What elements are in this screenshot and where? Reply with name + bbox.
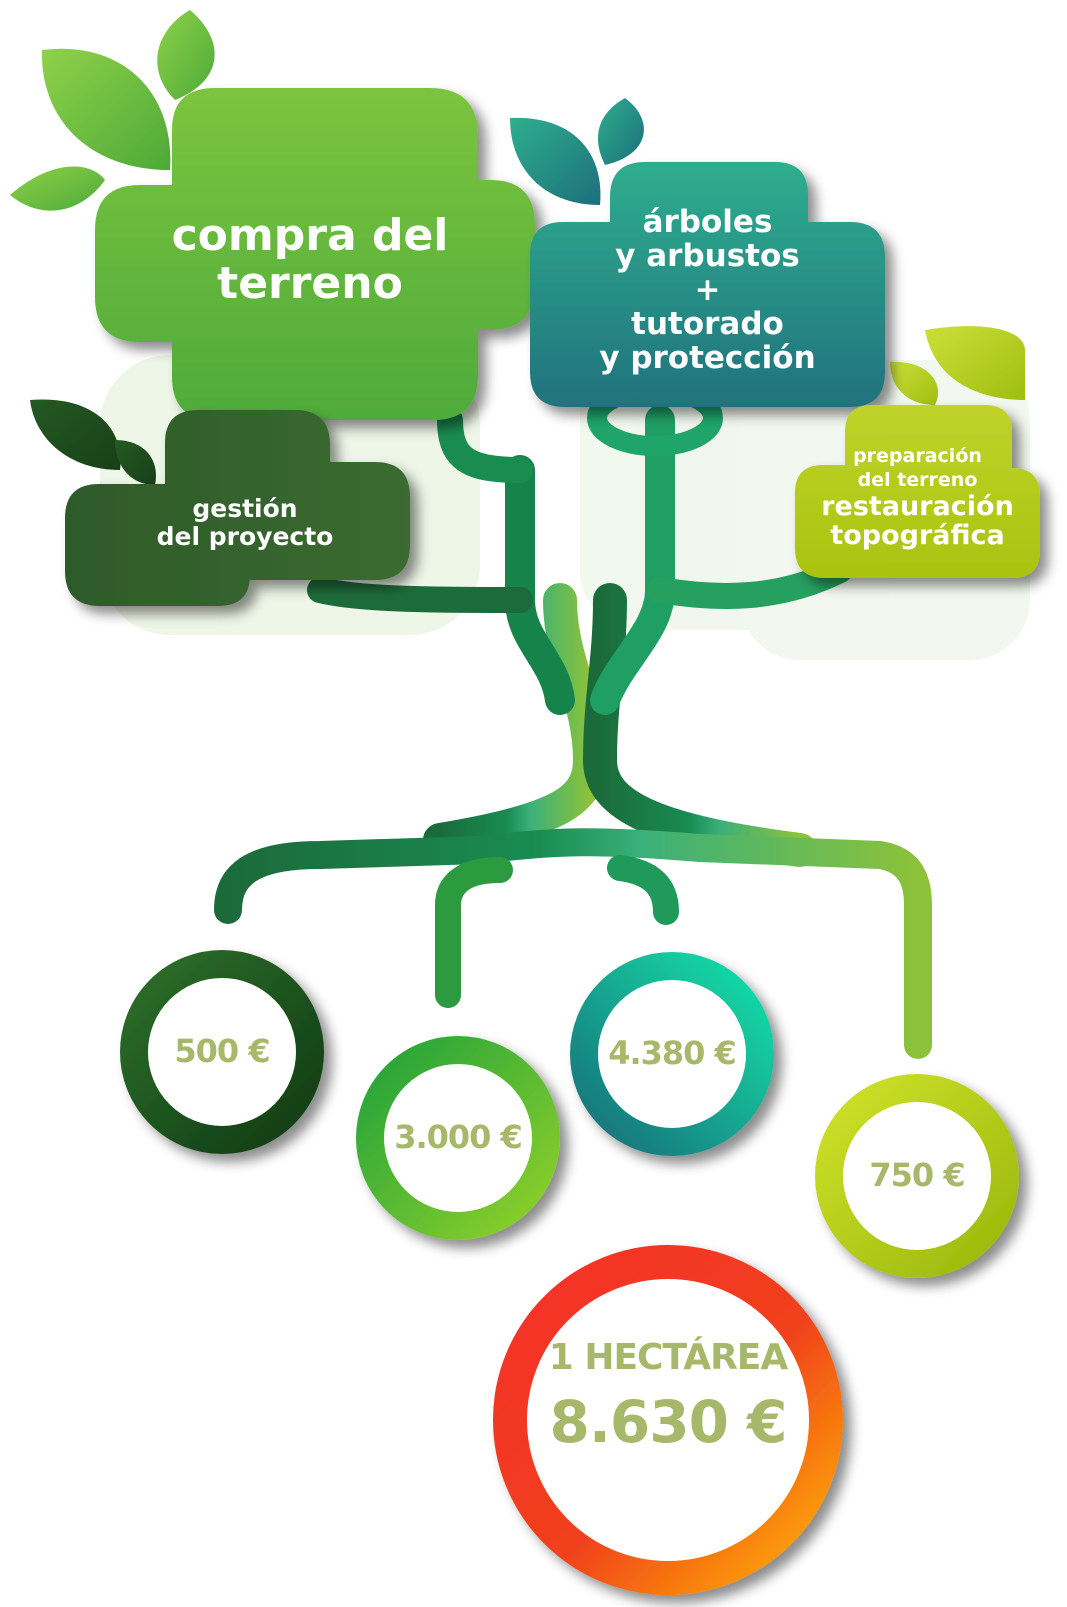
gestion-del-proyecto-label: gestión del proyecto (140, 495, 350, 551)
cost-gestion: 500 € (174, 1032, 270, 1070)
tree-trunk (214, 380, 932, 1059)
arboles-line-5: y protección (599, 340, 816, 376)
compra-line-2: terreno (217, 258, 403, 309)
box-gestion-del-proyecto (65, 410, 410, 606)
box-preparacion-del-terreno (795, 405, 1040, 578)
preparacion-line-3: restauración (821, 491, 1014, 522)
preparacion-line-4: topográfica (830, 520, 1005, 551)
preparacion-line-1: preparación (853, 445, 982, 467)
cost-preparacion: 750 € (869, 1156, 965, 1194)
total-label: 1 HECTÁREA (548, 1337, 789, 1378)
gestion-line-1: gestión (192, 494, 298, 523)
preparacion-del-terreno-label: preparación del terreno restauración top… (805, 444, 1030, 550)
cost-circles (120, 950, 1019, 1595)
arboles-line-4: tutorado (631, 306, 784, 342)
compra-line-1: compra del (171, 210, 449, 261)
preparacion-line-2: del terreno (857, 469, 978, 491)
compra-del-terreno-label: compra del terreno (150, 212, 470, 308)
arboles-line-3: + (694, 272, 721, 308)
leaf-decorations (10, 10, 1025, 485)
cost-compra: 3.000 € (394, 1118, 523, 1156)
arboles-y-arbustos-label: árboles y arbustos + tutorado y protecci… (570, 205, 845, 375)
arboles-line-2: y arbustos (615, 238, 800, 274)
arboles-line-1: árboles (642, 204, 773, 240)
box-compra-del-terreno (95, 88, 535, 420)
box-arboles-y-arbustos (530, 162, 885, 407)
gestion-line-2: del proyecto (156, 522, 334, 551)
cost-arboles: 4.380 € (608, 1034, 737, 1072)
total-amount: 8.630 € (549, 1388, 787, 1456)
